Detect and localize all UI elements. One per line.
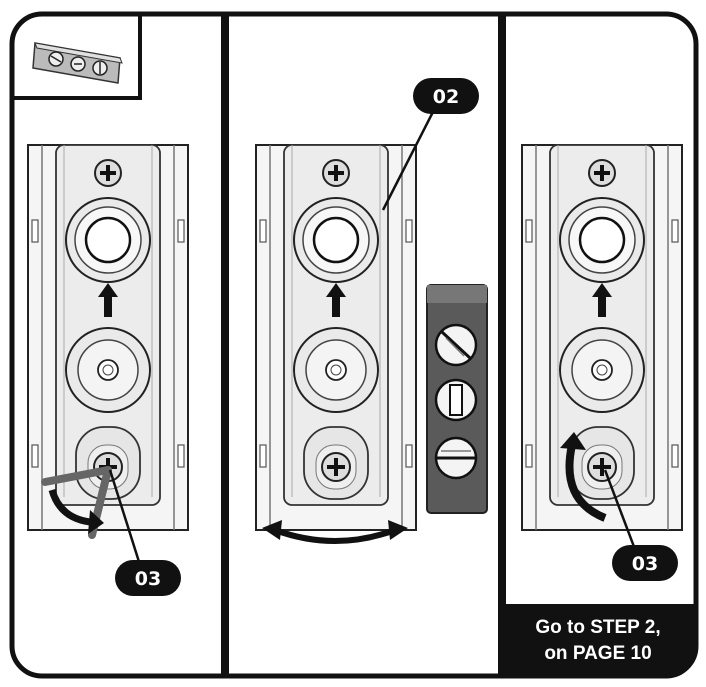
goto-step-line1: Go to STEP 2, [535, 617, 660, 638]
slide-arrow-icon [273, 527, 397, 544]
divider-2 [498, 14, 506, 676]
callout-03-left: 03 [115, 560, 181, 596]
rotate-arrow-icon [565, 444, 607, 522]
panel-3: 03 Go to STEP 2, on PAGE 10 [506, 143, 694, 674]
goto-step-line2: on PAGE 10 [544, 643, 651, 664]
bracket-right [520, 143, 684, 532]
callout-label: 03 [135, 568, 161, 590]
callout-03-right: 03 [612, 545, 678, 581]
goto-step-box: Go to STEP 2, on PAGE 10 [506, 604, 694, 674]
callout-label: 03 [632, 553, 658, 575]
rotate-arrow-icon [48, 488, 91, 526]
rotate-arrow-head [88, 510, 104, 534]
callout-02: 02 [413, 78, 479, 114]
panel-1: 03 [14, 16, 190, 596]
inset-box [14, 16, 142, 100]
divider-1 [221, 14, 229, 676]
screw-strip [426, 284, 488, 514]
bracket-center [254, 143, 418, 532]
callout-label: 02 [433, 86, 459, 108]
panel-2: 02 [254, 78, 488, 544]
screw-strip-thumbnail [32, 42, 123, 84]
